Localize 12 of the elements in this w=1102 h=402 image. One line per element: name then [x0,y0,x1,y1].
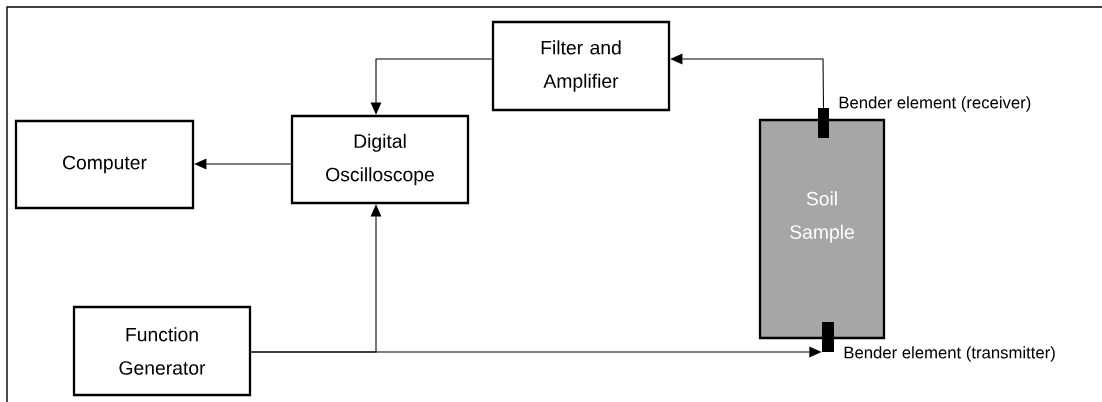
sample-box: Soil Sample [758,118,886,340]
bender-element [818,108,829,138]
arrow [194,158,292,170]
arrow [670,53,825,109]
arrow [250,204,382,353]
process-box: Computer [14,119,195,210]
arrow [370,58,493,115]
process-box: Function Generator [72,305,252,397]
element-label: Bender element (transmitter) [844,346,1055,362]
process-box: Filter and Amplifier [491,20,671,112]
element-label: Bender element (receiver) [839,96,1031,112]
process-box: Digital Oscilloscope [290,114,470,205]
